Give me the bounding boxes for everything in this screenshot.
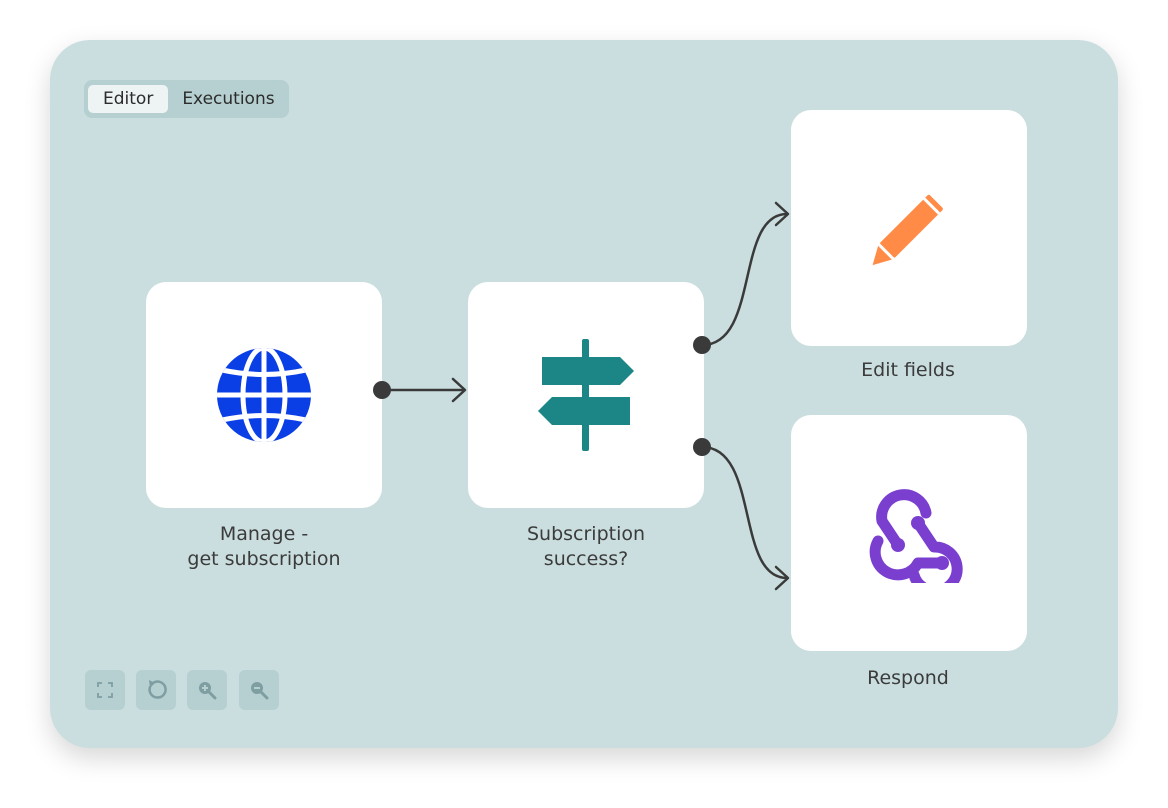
zoom-in-icon [199, 682, 217, 700]
node-label-edit: Edit fields [861, 359, 955, 381]
tab-editor[interactable]: Editor [88, 85, 169, 113]
zoom-in-button[interactable] [187, 670, 227, 710]
node-label-respond: Respond [867, 667, 949, 689]
node-subscription-success[interactable] [468, 282, 704, 508]
pencil-icon [872, 194, 943, 266]
webhook-icon [869, 489, 963, 583]
node-label-subscription: Subscription success? [526, 523, 646, 570]
zoom-out-icon [251, 682, 269, 700]
tab-executions[interactable]: Executions [182, 89, 275, 109]
node-label-manage: Manage - get subscription [187, 523, 341, 570]
reset-icon [148, 680, 167, 699]
globe-icon [217, 348, 311, 442]
node-manage-get-subscription[interactable] [146, 282, 382, 508]
signpost-icon [538, 339, 634, 451]
node-respond[interactable] [791, 415, 1027, 651]
view-tabs: Editor Executions [84, 80, 289, 118]
node-edit-fields[interactable] [791, 110, 1027, 346]
reset-view-button[interactable] [136, 670, 176, 710]
fit-view-button[interactable] [85, 670, 125, 710]
fit-view-icon [97, 682, 113, 698]
zoom-out-button[interactable] [239, 670, 279, 710]
